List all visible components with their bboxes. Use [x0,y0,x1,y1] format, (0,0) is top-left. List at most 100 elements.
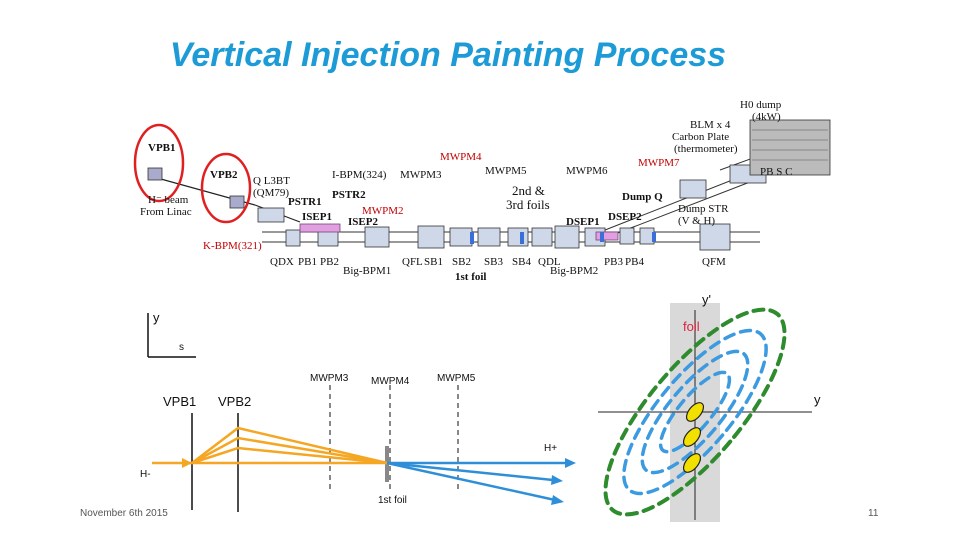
bl-dump-q-label: Dump Q [622,191,663,203]
bl-mwpm3-label: MWPM3 [400,169,442,181]
h-minus-arrowhead [182,458,192,468]
sb2-magnet [477,227,501,247]
ellipse-1 [658,370,732,454]
pstr-magnet [299,223,341,233]
footer-page-number: 11 [868,508,879,519]
bl-first-foil-label: 1st foil [455,271,486,283]
bl-dsep1-label: DSEP1 [566,216,600,228]
pb4-monitor [639,227,655,245]
h-plus-arrowhead-3 [551,495,564,505]
bl-dsep2-label: DSEP2 [608,211,642,223]
bl-big-bpm2-label: Big-BPM2 [550,265,598,277]
bl-from-linac-label: From Linac [140,206,192,218]
dsep1-magnet [595,231,619,241]
h-plus-beam-lowest [386,461,556,502]
beamline-schematic: VPB1 VPB2 H⁻ beam From Linac Q L3BT (QM7… [133,99,831,283]
ellipse-3 [622,328,768,496]
bl-ql3bt-label: Q L3BT [253,175,290,187]
qfl-magnet [417,225,445,249]
bl-dump-str-vh-label: (V & H) [678,215,715,227]
bl-pb2-label: PB2 [320,256,339,268]
bl-qfm-label: QFM [702,256,726,268]
bl-isep2-label: ISEP2 [348,216,378,228]
qdx-magnet [257,207,285,223]
foil-label: foil [683,319,700,334]
bl-blm-label-3: (thermometer) [674,143,738,155]
mwpm3-label: MWPM3 [310,373,349,384]
first-foil-label: 1st foil [378,495,407,506]
foil-chamber-marker-2 [520,232,524,244]
pb3-monitor [619,227,635,245]
bl-big-bpm1-label: Big-BPM1 [343,265,391,277]
mwpm5-label: MWPM5 [437,373,476,384]
axis-y-label: y [153,310,160,325]
bl-hbeam-label: H⁻ beam [148,194,189,206]
h0-dump-block [749,119,831,176]
slide-title: Vertical Injection Painting Process [169,36,727,74]
h-plus-beam-lower [386,461,554,482]
pb4-marker [652,232,656,242]
trajectory-diagram: y s VPB1 VPB2 MWPM3 MWPM4 MWPM5 [140,310,576,512]
sb4-magnet [531,227,553,247]
vpb1-label: VPB1 [163,394,196,409]
bl-pb4-label: PB4 [625,256,644,268]
bl-qdl-label: QDL [538,256,561,268]
bl-pb3-label: PB3 [604,256,623,268]
bl-dump-str-label: Dump STR [678,203,729,215]
big-bpm1-monitor [364,226,390,248]
bl-qdx-label: QDX [270,256,294,268]
foil-spot-3 [682,453,702,473]
dump-q-magnet [679,179,707,199]
bl-mwpm5-label: MWPM5 [485,165,527,177]
bl-ibpm-label: I-BPM(324) [332,169,387,181]
foil-spot-2 [682,427,702,447]
qdl-magnet [554,225,580,249]
bl-mwpm2-label: MWPM2 [362,205,404,217]
qfm-magnet [699,223,731,251]
bl-qm79-label: (QM79) [253,187,289,199]
bl-isep1-label: ISEP1 [302,211,332,223]
bl-pb1-label: PB1 [298,256,317,268]
beam-pipe-dump [599,174,746,233]
bl-qfl-label: QFL [402,256,423,268]
bl-kbpm-label: K-BPM(321) [203,240,262,252]
beam-pipe-dump-2 [609,181,751,237]
pb1-monitor [285,229,301,247]
bl-sb3-label: SB3 [484,256,503,268]
vpb2-label: VPB2 [218,394,251,409]
bl-foils-label-2: 3rd foils [506,197,550,212]
bl-foils-label-1: 2nd & [512,183,545,198]
bl-pstr1-label: PSTR1 [288,196,322,208]
foil-spot-1 [685,402,705,422]
h-minus-beam-bump-1 [191,426,388,465]
h-minus-beam-bump-2 [191,436,388,465]
sb1-magnet [449,227,473,247]
ellipse-2 [640,349,750,475]
bl-h0-dump-label-2: (4kW) [752,111,781,123]
bl-pstr2-label: PSTR2 [332,189,366,201]
vpb2-highlight-circle [200,152,252,224]
vpb2-component [229,195,245,209]
bl-h0-dump-label-1: H0 dump [740,99,782,111]
vpb1-component [147,167,163,181]
h-plus-arrowhead-2 [551,475,563,485]
phase-axis-yprime-label: y' [702,292,711,307]
phase-axis-y-label: y [814,392,821,407]
h-minus-label: H- [140,469,151,480]
h-plus-label: H+ [544,443,557,454]
foil-chamber-marker [470,232,474,244]
bl-mwpm7-label: MWPM7 [638,157,680,169]
ellipse-outer [603,307,787,517]
mwpm4-label: MWPM4 [371,376,410,387]
sb3-magnet [507,227,529,247]
mwpm6-marker [600,232,604,242]
footer-date: November 6th 2015 [80,508,168,519]
bl-blm-label-2: Carbon Plate [672,131,729,143]
bl-pbsc-label: PB S C [760,166,792,178]
bl-sb2-label: SB2 [452,256,471,268]
bl-vpb1-label: VPB1 [148,142,176,154]
bl-sb4-label: SB4 [512,256,531,268]
h-minus-beam-bump-3 [191,446,388,465]
bl-blm-label-1: BLM x 4 [690,119,731,131]
